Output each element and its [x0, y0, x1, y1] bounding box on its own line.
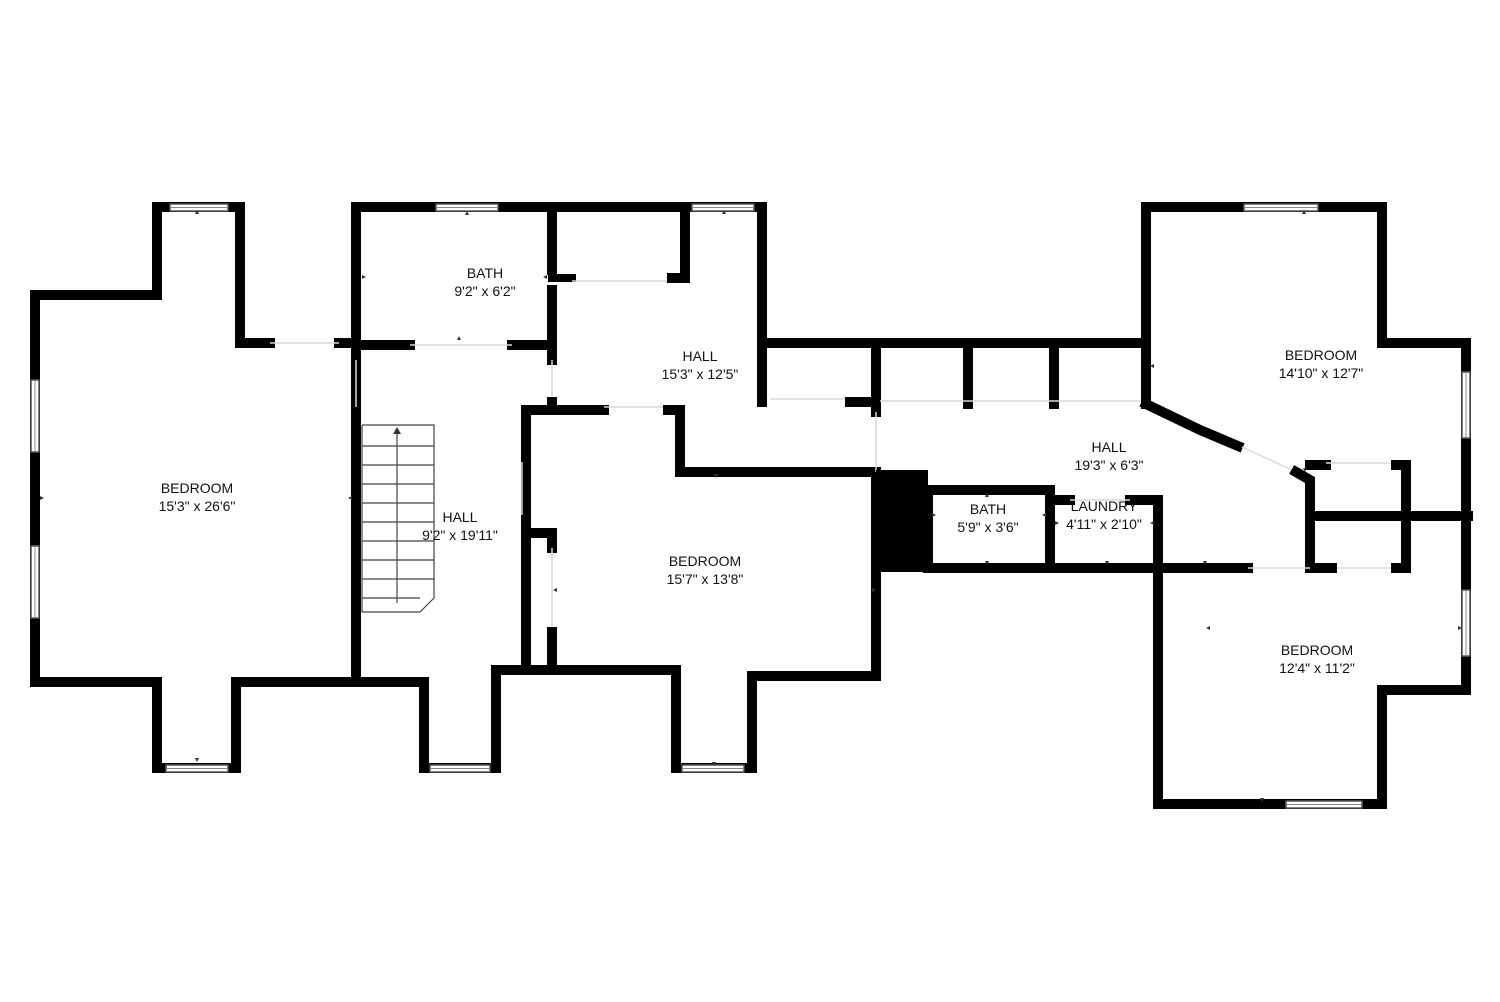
room-label-bath-small: BATH 5'9" x 3'6"	[957, 500, 1018, 536]
room-dimensions: 19'3" x 6'3"	[1074, 457, 1144, 473]
room-name: BATH	[466, 265, 504, 281]
bedroom-se-walls	[1153, 511, 1471, 809]
room-dimensions: 9'2" x 6'2"	[454, 283, 516, 299]
room-dimensions: 9'2" x 19'11"	[422, 527, 498, 543]
bedroom-ne-windows	[1243, 203, 1471, 439]
room-label-bedroom-west: BEDROOM 15'3" x 26'6"	[159, 479, 236, 515]
bedroom-center-window	[681, 764, 745, 773]
room-label-hall-north: HALL 15'3" x 12'5"	[662, 347, 739, 383]
room-name: BEDROOM	[1284, 347, 1358, 363]
east-closets	[871, 202, 1151, 417]
room-name: BATH	[969, 501, 1007, 517]
room-dimensions: 15'7" x 13'8"	[666, 571, 744, 587]
staircase	[361, 424, 435, 613]
room-name: BEDROOM	[1280, 642, 1354, 658]
room-label-bedroom-center: BEDROOM 15'7" x 13'8"	[667, 552, 744, 588]
laundry-walls	[1045, 495, 1163, 565]
bedroom-west-windows	[30, 203, 229, 773]
room-dimensions: 14'10" x 12'7"	[1278, 365, 1364, 381]
room-name: HALL	[442, 509, 478, 525]
room-dimensions: 12'4" x 11'2"	[1279, 660, 1355, 676]
hall-east-walls	[875, 397, 1473, 573]
room-dimensions: 15'3" x 12'5"	[661, 366, 739, 382]
room-dimensions: 15'3" x 26'6"	[158, 498, 236, 514]
bedroom-se-windows	[1285, 589, 1471, 809]
room-label-bedroom-se: BEDROOM 12'4" x 11'2"	[1279, 641, 1355, 677]
room-name: LAUNDRY	[1070, 498, 1138, 514]
stair-hall-window	[429, 764, 491, 773]
room-name: HALL	[1091, 439, 1127, 455]
room-name: BEDROOM	[668, 553, 742, 569]
room-label-bedroom-ne: BEDROOM 14'10" x 12'7"	[1279, 346, 1364, 382]
bath-north-walls	[351, 202, 1151, 350]
bedroom-center-walls	[491, 467, 881, 773]
room-label-bath-north: BATH 9'2" x 6'2"	[454, 264, 515, 300]
bath-small-walls	[876, 470, 1155, 573]
room-label-laundry: LAUNDRY 4'11" x 2'10"	[1066, 497, 1142, 533]
room-dimensions: 4'11" x 2'10"	[1066, 516, 1142, 532]
room-label-hall-stair: HALL 9'2" x 19'11"	[422, 508, 498, 544]
room-label-hall-east: HALL 19'3" x 6'3"	[1075, 438, 1144, 474]
room-dimensions: 5'9" x 3'6"	[957, 519, 1019, 535]
room-name: BEDROOM	[160, 480, 234, 496]
stair-hall-walls	[351, 360, 557, 773]
room-name: HALL	[682, 348, 718, 364]
dimension-ticks	[40, 210, 1462, 802]
